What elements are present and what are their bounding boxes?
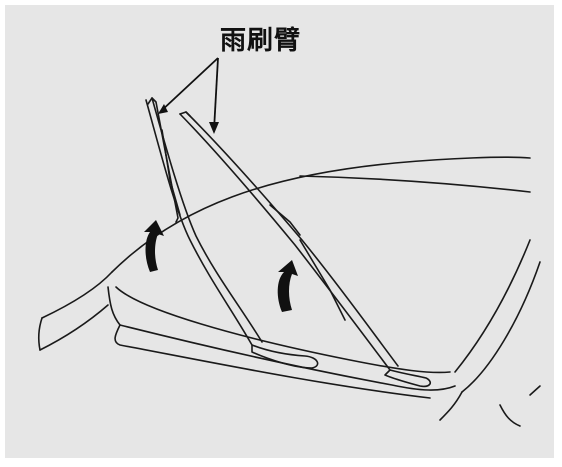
a-pillar-right-outer bbox=[461, 261, 541, 393]
fender-right bbox=[439, 391, 463, 421]
wiper-arm-right-inner bbox=[185, 111, 399, 367]
wiper-arm-callout-label: 雨刷臂 bbox=[220, 26, 302, 56]
leader-line-right bbox=[213, 57, 219, 131]
wiper-blade-right-segment bbox=[269, 204, 301, 236]
windshield-top-edge bbox=[111, 156, 531, 273]
wiper-blade-right-lower bbox=[299, 239, 346, 321]
hood-left-lower bbox=[39, 304, 109, 351]
cowl-outer bbox=[107, 286, 456, 391]
lift-arrow-left bbox=[144, 220, 164, 272]
a-pillar-right bbox=[454, 239, 531, 373]
body-right-small bbox=[529, 385, 541, 396]
wiper-blade-right bbox=[179, 111, 191, 117]
a-pillar-left bbox=[41, 271, 113, 319]
leader-arrowhead-right bbox=[209, 122, 219, 134]
wiper-arm-left-outer bbox=[145, 99, 253, 346]
wiper-blade-left bbox=[147, 97, 179, 223]
body-right bbox=[499, 404, 521, 427]
wiper-pivot-right bbox=[384, 369, 432, 388]
leader-arrowhead-left bbox=[158, 104, 168, 114]
leader-line-left bbox=[159, 57, 219, 113]
wiper-arm-right-outer bbox=[179, 113, 391, 371]
cowl-inner bbox=[115, 286, 451, 374]
lift-arrow-right bbox=[277, 260, 298, 312]
illustration-panel bbox=[5, 5, 554, 458]
fender-left bbox=[37, 317, 43, 351]
roof-line bbox=[299, 175, 531, 193]
wiper-blade-left-edge bbox=[161, 129, 181, 216]
cowl-bottom bbox=[114, 324, 431, 399]
wiper-pivot-left bbox=[251, 344, 319, 369]
